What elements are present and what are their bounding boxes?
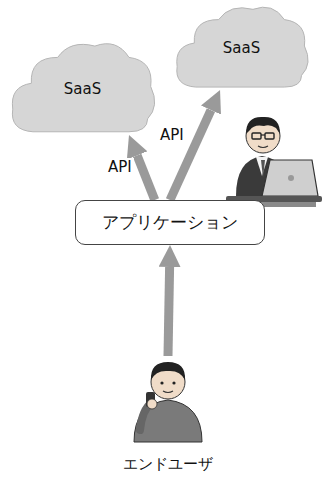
api-arrow (137, 155, 155, 200)
edge-label: API (158, 126, 186, 144)
node-label: SaaS (223, 39, 260, 57)
end-user: エンドユーザ (100, 356, 236, 474)
node-label: エンドユーザ (123, 455, 213, 474)
saas-cloud: SaaS (5, 38, 160, 135)
edge-label: API (106, 158, 134, 176)
node-label: アプリケーション (102, 211, 238, 234)
api-arrow (168, 267, 170, 356)
api-arrow (170, 110, 211, 200)
application-box: アプリケーション (75, 200, 265, 245)
end-user-figure (134, 362, 202, 442)
saas-cloud: SaaS (170, 2, 313, 90)
developer-figure (226, 117, 322, 207)
node-label: SaaS (64, 80, 101, 98)
